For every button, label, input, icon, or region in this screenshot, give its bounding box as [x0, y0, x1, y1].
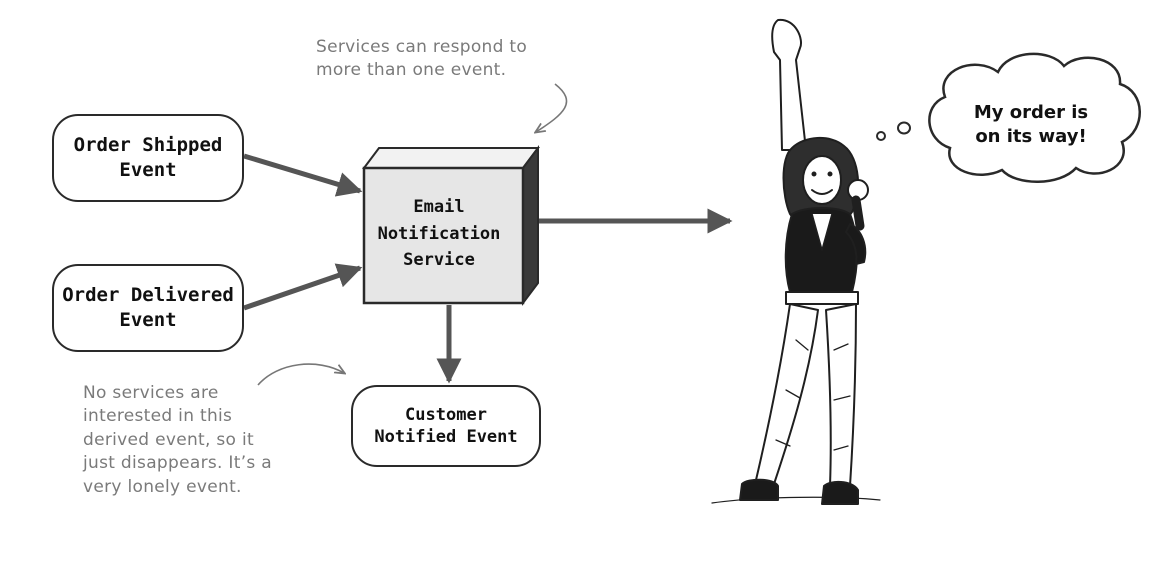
- note-bottom-line-3: derived event, so it: [83, 429, 254, 450]
- raised-arm: [771, 18, 807, 151]
- note-top-line-2: more than one event.: [316, 60, 507, 81]
- eye-right: [827, 171, 833, 177]
- thought-dot-large: [897, 121, 911, 135]
- annotation-note-bottom: No services are interested in this deriv…: [83, 382, 303, 499]
- belt: [785, 291, 859, 305]
- right-shoe: [821, 480, 859, 505]
- service-box-side-face: [522, 145, 539, 306]
- thought-line-1: My order is: [973, 101, 1089, 123]
- thought-dot-small: [876, 131, 886, 141]
- eye-left: [811, 171, 817, 177]
- note-bottom-line-5: very lonely event.: [83, 476, 242, 497]
- thought-bubble: [876, 52, 1141, 183]
- customer-notified-event-line-1: Customer: [405, 404, 487, 425]
- forearm: [851, 195, 865, 231]
- customer-notified-event: Customer Notified Event: [351, 385, 541, 467]
- face: [802, 155, 842, 205]
- service-box-front-face: [362, 166, 525, 305]
- thought-line-2: on its way!: [975, 126, 1087, 147]
- arrow-shipped-to-service: [243, 153, 363, 197]
- annotation-arrow-top: [536, 83, 568, 132]
- service-label-line-3: Service: [403, 250, 475, 271]
- arrow-delivered-to-service: [243, 263, 363, 311]
- thought-bubble-text: My order is on its way!: [946, 85, 1116, 165]
- bent-arm: [845, 223, 867, 265]
- jean-folds: [775, 339, 851, 451]
- order-shipped-event: Order Shipped Event: [52, 114, 244, 202]
- service-box-top-face: [362, 147, 540, 169]
- smile: [811, 189, 833, 195]
- order-delivered-event-line-2: Event: [119, 309, 177, 331]
- order-shipped-event-line-2: Event: [119, 159, 177, 181]
- left-leg: [755, 303, 819, 485]
- neckline: [811, 213, 833, 251]
- order-delivered-event: Order Delivered Event: [52, 264, 244, 352]
- thought-cloud: [928, 52, 1141, 183]
- note-bottom-line-4: just disappears. It’s a: [83, 453, 272, 474]
- order-delivered-event-line-1: Order Delivered: [62, 284, 234, 307]
- service-label-line-1: Email: [413, 197, 465, 218]
- customer-notified-event-line-2: Notified Event: [374, 427, 518, 447]
- right-leg: [825, 303, 857, 487]
- note-bottom-line-2: interested in this: [83, 406, 233, 427]
- note-top-line-1: Services can respond to: [316, 37, 528, 57]
- ground-line: [711, 496, 881, 504]
- order-shipped-event-line-1: Order Shipped: [73, 134, 223, 157]
- email-notification-service-label: Email Notification Service: [364, 168, 514, 300]
- note-bottom-line-1: No services are: [83, 383, 219, 403]
- email-notification-service-box: [362, 145, 540, 306]
- cheering-customer-illustration: [711, 18, 881, 505]
- service-label-line-2: Notification: [377, 223, 501, 244]
- annotation-arrow-bottom: [257, 363, 344, 386]
- left-shoe: [739, 478, 779, 501]
- annotation-note-top: Services can respond to more than one ev…: [316, 36, 586, 83]
